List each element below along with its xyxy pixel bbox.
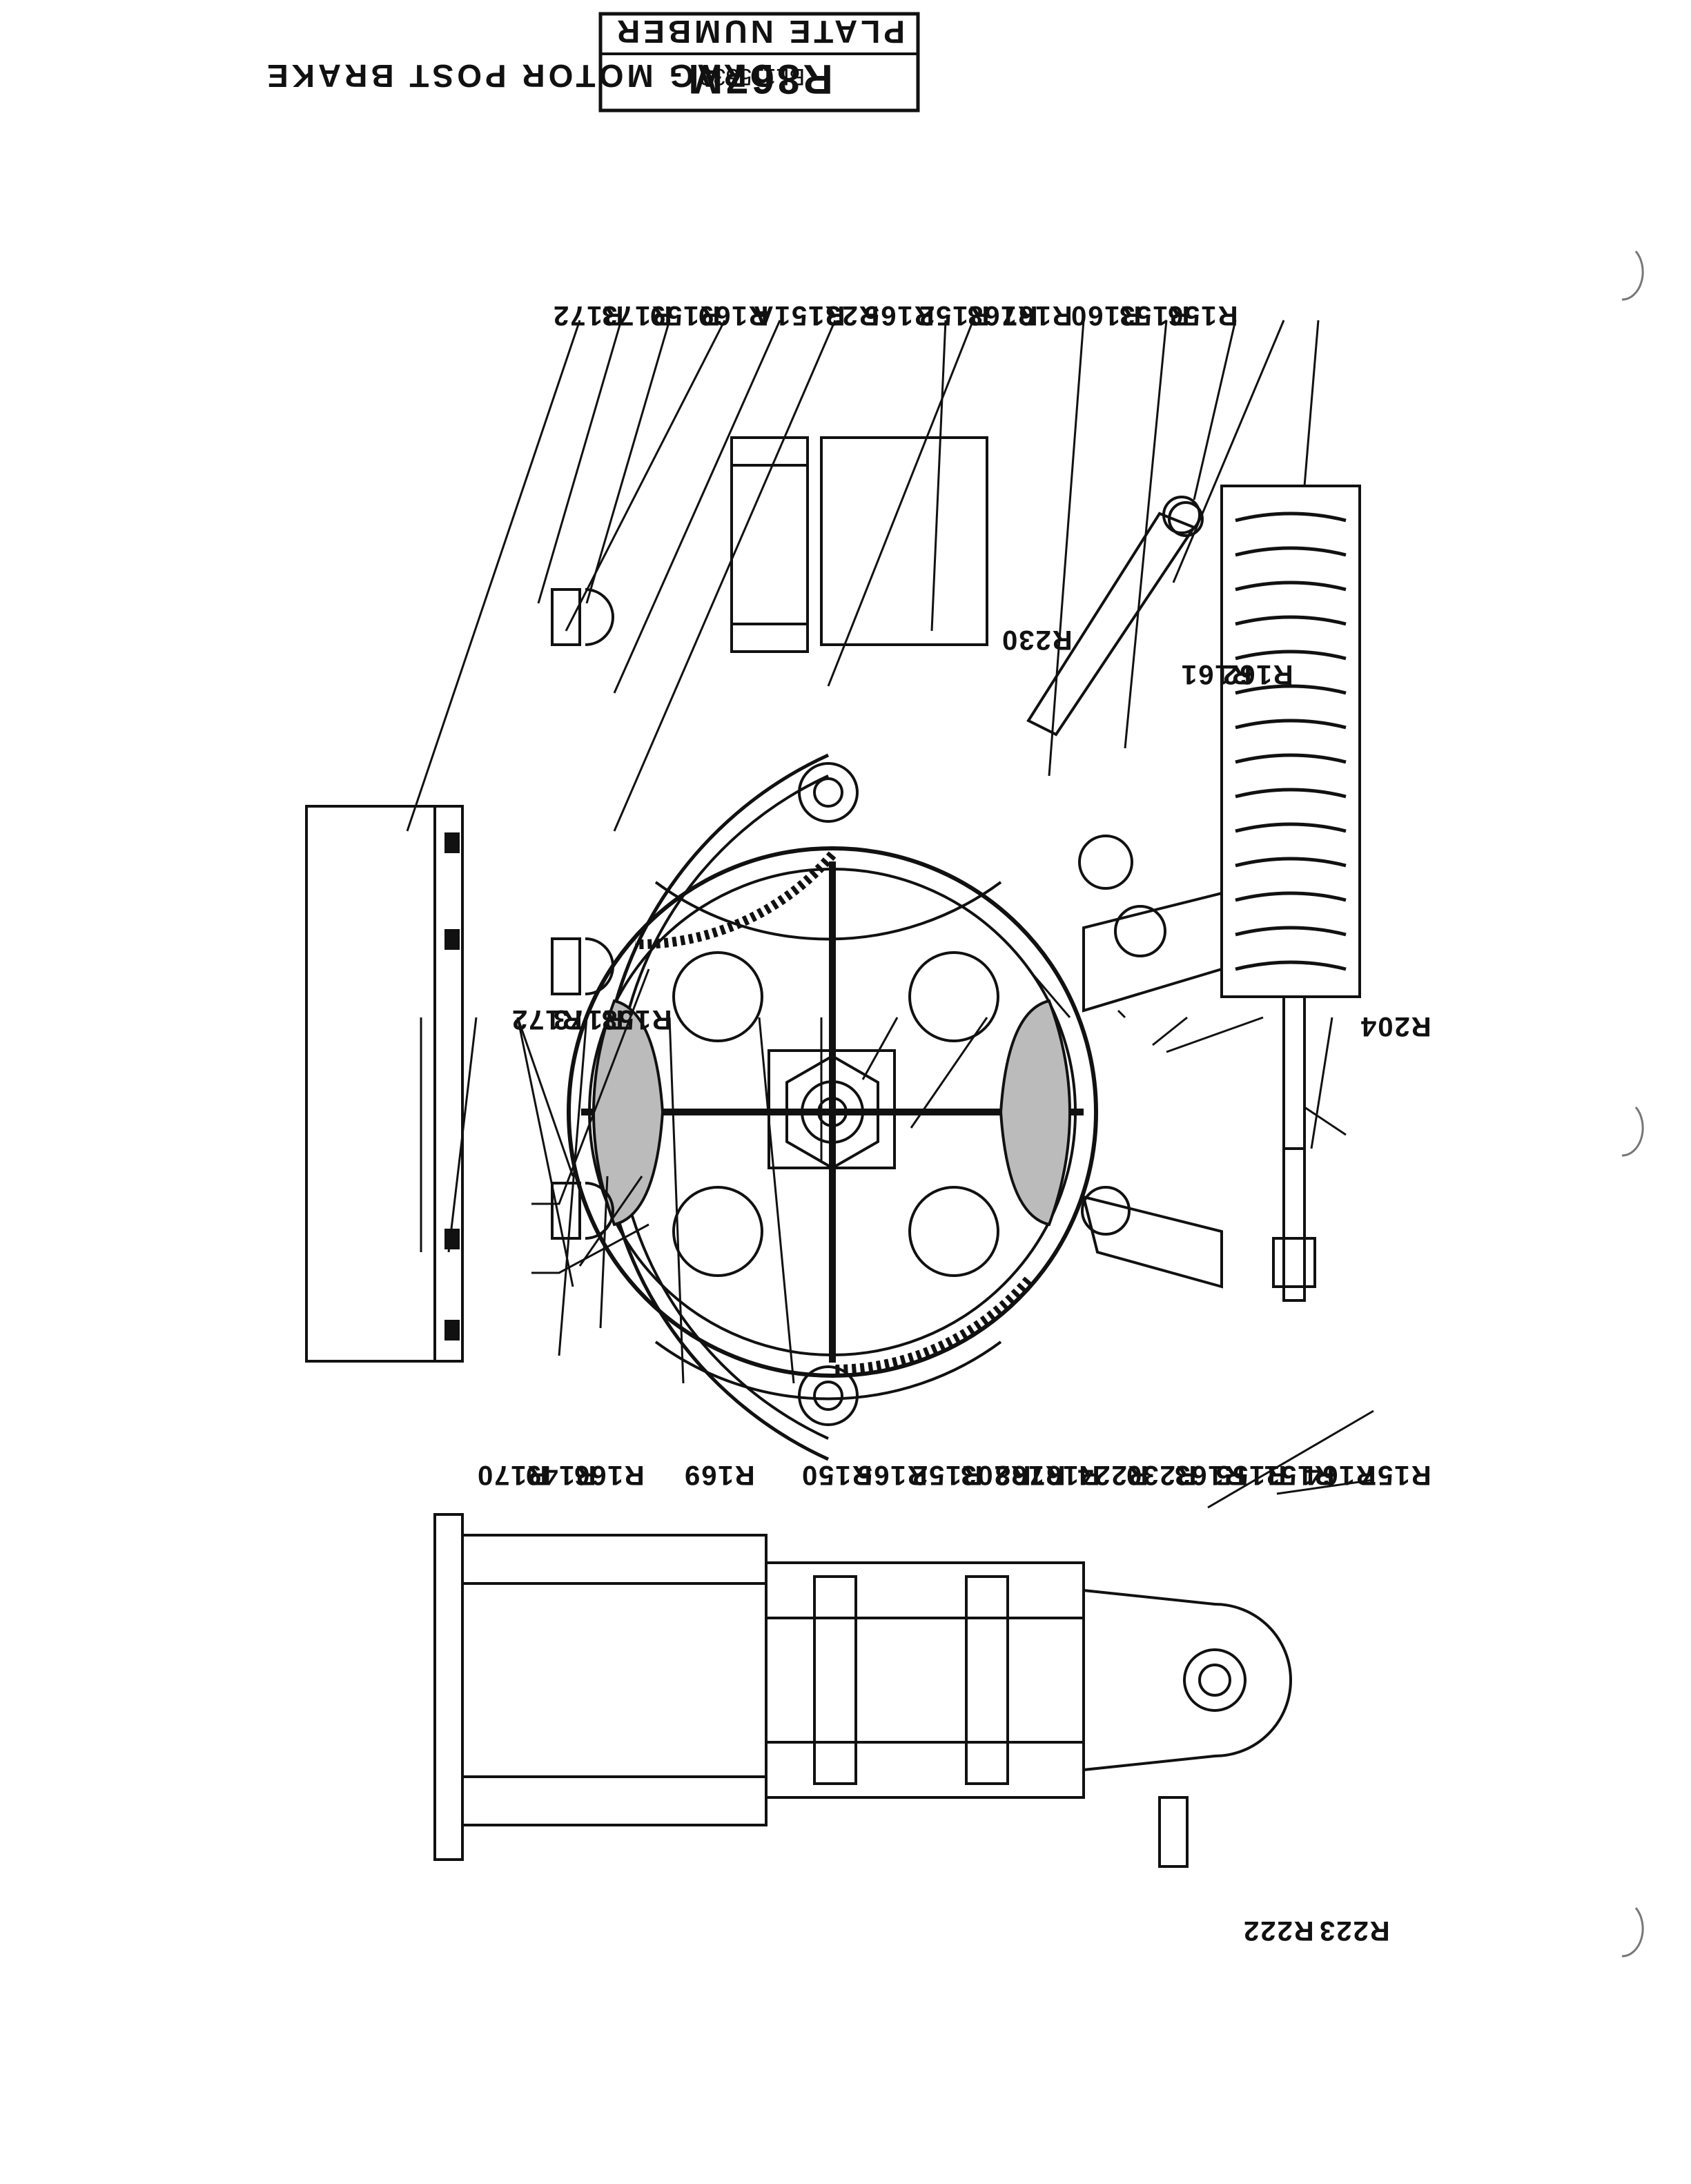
solenoid-body	[820, 436, 988, 646]
brake-drum-outer	[567, 846, 1098, 1378]
hub-shaft-center	[817, 1097, 848, 1127]
solenoid-pin	[1162, 496, 1201, 534]
callout: R165	[863, 300, 935, 331]
binder-holes	[1621, 251, 1644, 1958]
side-eye-pin-inner	[1198, 1664, 1231, 1697]
friction-pad-left	[999, 999, 1071, 1227]
callout: R149	[525, 1460, 596, 1490]
side-frame	[461, 1534, 768, 1826]
callouts-bottom-row: R157 R164 R151 R155 R163 R230 R224 R167 …	[476, 1460, 1431, 1490]
callout: R151A	[752, 300, 845, 331]
leader-lines	[406, 320, 1374, 1509]
hub-nut	[785, 1054, 879, 1170]
base-plate	[433, 805, 464, 1363]
callouts-side-view: R223 R222	[1242, 1915, 1390, 1946]
callout: R168	[966, 300, 1038, 331]
rotated-plate: PLATE NUMBER R867M BL115533 DRAG MOTOR P…	[264, 12, 1644, 1958]
compression-spring	[1235, 511, 1347, 971]
callout: R164	[1304, 1460, 1376, 1490]
callout: R173	[552, 1004, 624, 1035]
callout: R161	[1180, 659, 1252, 690]
base-bolts	[444, 832, 460, 1340]
drum-hole	[672, 951, 763, 1042]
adjusting-nut	[1272, 1237, 1316, 1288]
callout: R150	[801, 1460, 872, 1490]
pivot-nut-bottom	[798, 762, 859, 823]
side-shoe-bottom	[965, 1575, 1009, 1785]
callout: R155	[1215, 1460, 1287, 1490]
brake-shoe-top	[654, 1340, 1002, 1401]
callout: R172	[552, 300, 624, 331]
drum-hole	[672, 1186, 763, 1277]
brake-front-view	[305, 436, 1361, 1461]
plate-number-label: PLATE NUMBER	[614, 14, 905, 50]
callouts-top-row: R156 R153 R160 R167 R168 R152 R165 R231 …	[552, 300, 1238, 331]
friction-pad-right	[592, 999, 665, 1227]
operating-lever	[1026, 511, 1197, 737]
pivot-nut-top	[798, 1365, 859, 1426]
callout: R167	[1028, 1460, 1100, 1490]
drum-hole	[908, 951, 999, 1042]
link-pin-2	[1114, 905, 1166, 957]
solenoid-frame	[730, 436, 809, 653]
mounting-frame	[305, 805, 436, 1363]
callout: R167	[1001, 300, 1073, 331]
plate-number: R867M	[685, 56, 832, 102]
lever-pin	[1168, 501, 1204, 537]
callout: R166	[573, 1460, 645, 1490]
callout: R172	[511, 1004, 583, 1035]
callout: R223	[1318, 1915, 1390, 1946]
callout: R204	[1360, 1011, 1431, 1042]
pivot-nut-top-inner	[813, 1381, 843, 1411]
callout: R169	[683, 1460, 755, 1490]
callout: R230	[1001, 625, 1073, 655]
spring-housing	[1220, 485, 1361, 998]
side-bracket	[1158, 1796, 1189, 1868]
brake-lining-left	[832, 1276, 1033, 1375]
callout: R159	[649, 300, 721, 331]
drum-hole	[908, 1186, 999, 1277]
callout: R163	[1173, 1460, 1245, 1490]
side-eye-link	[1082, 1588, 1292, 1772]
callout: R173	[600, 300, 672, 331]
callout: R152	[911, 1460, 983, 1490]
callout: R203	[959, 1460, 1031, 1490]
callout: R224	[1077, 1460, 1148, 1490]
callouts-left-middle: R158 R173 R172	[511, 1004, 672, 1035]
callout: R160	[1070, 300, 1142, 331]
side-shoe-top	[813, 1575, 857, 1785]
callout: R168	[994, 1460, 1066, 1490]
title-block: PLATE NUMBER R867M BL115533 DRAG MOTOR P…	[264, 12, 920, 113]
callouts-interior: R162 R161 R230 R204	[1001, 625, 1431, 1042]
stamp-number: BL115533	[700, 64, 805, 90]
link-pin-3	[1078, 835, 1133, 890]
brake-side-view	[433, 1513, 1292, 1868]
callout: R156	[1166, 300, 1238, 331]
callout: R158	[600, 1004, 672, 1035]
side-base-plate	[433, 1513, 464, 1861]
callout: R170	[476, 1460, 548, 1490]
link-pin-1	[1081, 1186, 1131, 1236]
callout: R230	[1125, 1460, 1197, 1490]
callout: R162	[1222, 659, 1293, 690]
pivot-nut-bottom-inner	[813, 777, 843, 808]
callout: R157	[1360, 1460, 1431, 1490]
drawing-title: DRAG MOTOR POST BRAKE	[264, 58, 773, 94]
callout: R169	[697, 300, 769, 331]
brake-shoe-bottom	[654, 881, 1002, 941]
plate-number-box	[598, 12, 920, 113]
spring-clips	[551, 588, 614, 1240]
hub-shaft	[801, 1080, 864, 1144]
callout: R231	[808, 300, 879, 331]
callout: R153	[1118, 300, 1190, 331]
callout: R151	[1263, 1460, 1335, 1490]
callout: R222	[1242, 1915, 1314, 1946]
brake-arm-lower	[1082, 1195, 1223, 1289]
callout: R152	[918, 300, 990, 331]
callout: R165	[856, 1460, 928, 1490]
side-eye-pin	[1183, 1648, 1247, 1712]
brake-lining-right	[634, 851, 837, 950]
adjusting-bolt	[1282, 1147, 1306, 1240]
